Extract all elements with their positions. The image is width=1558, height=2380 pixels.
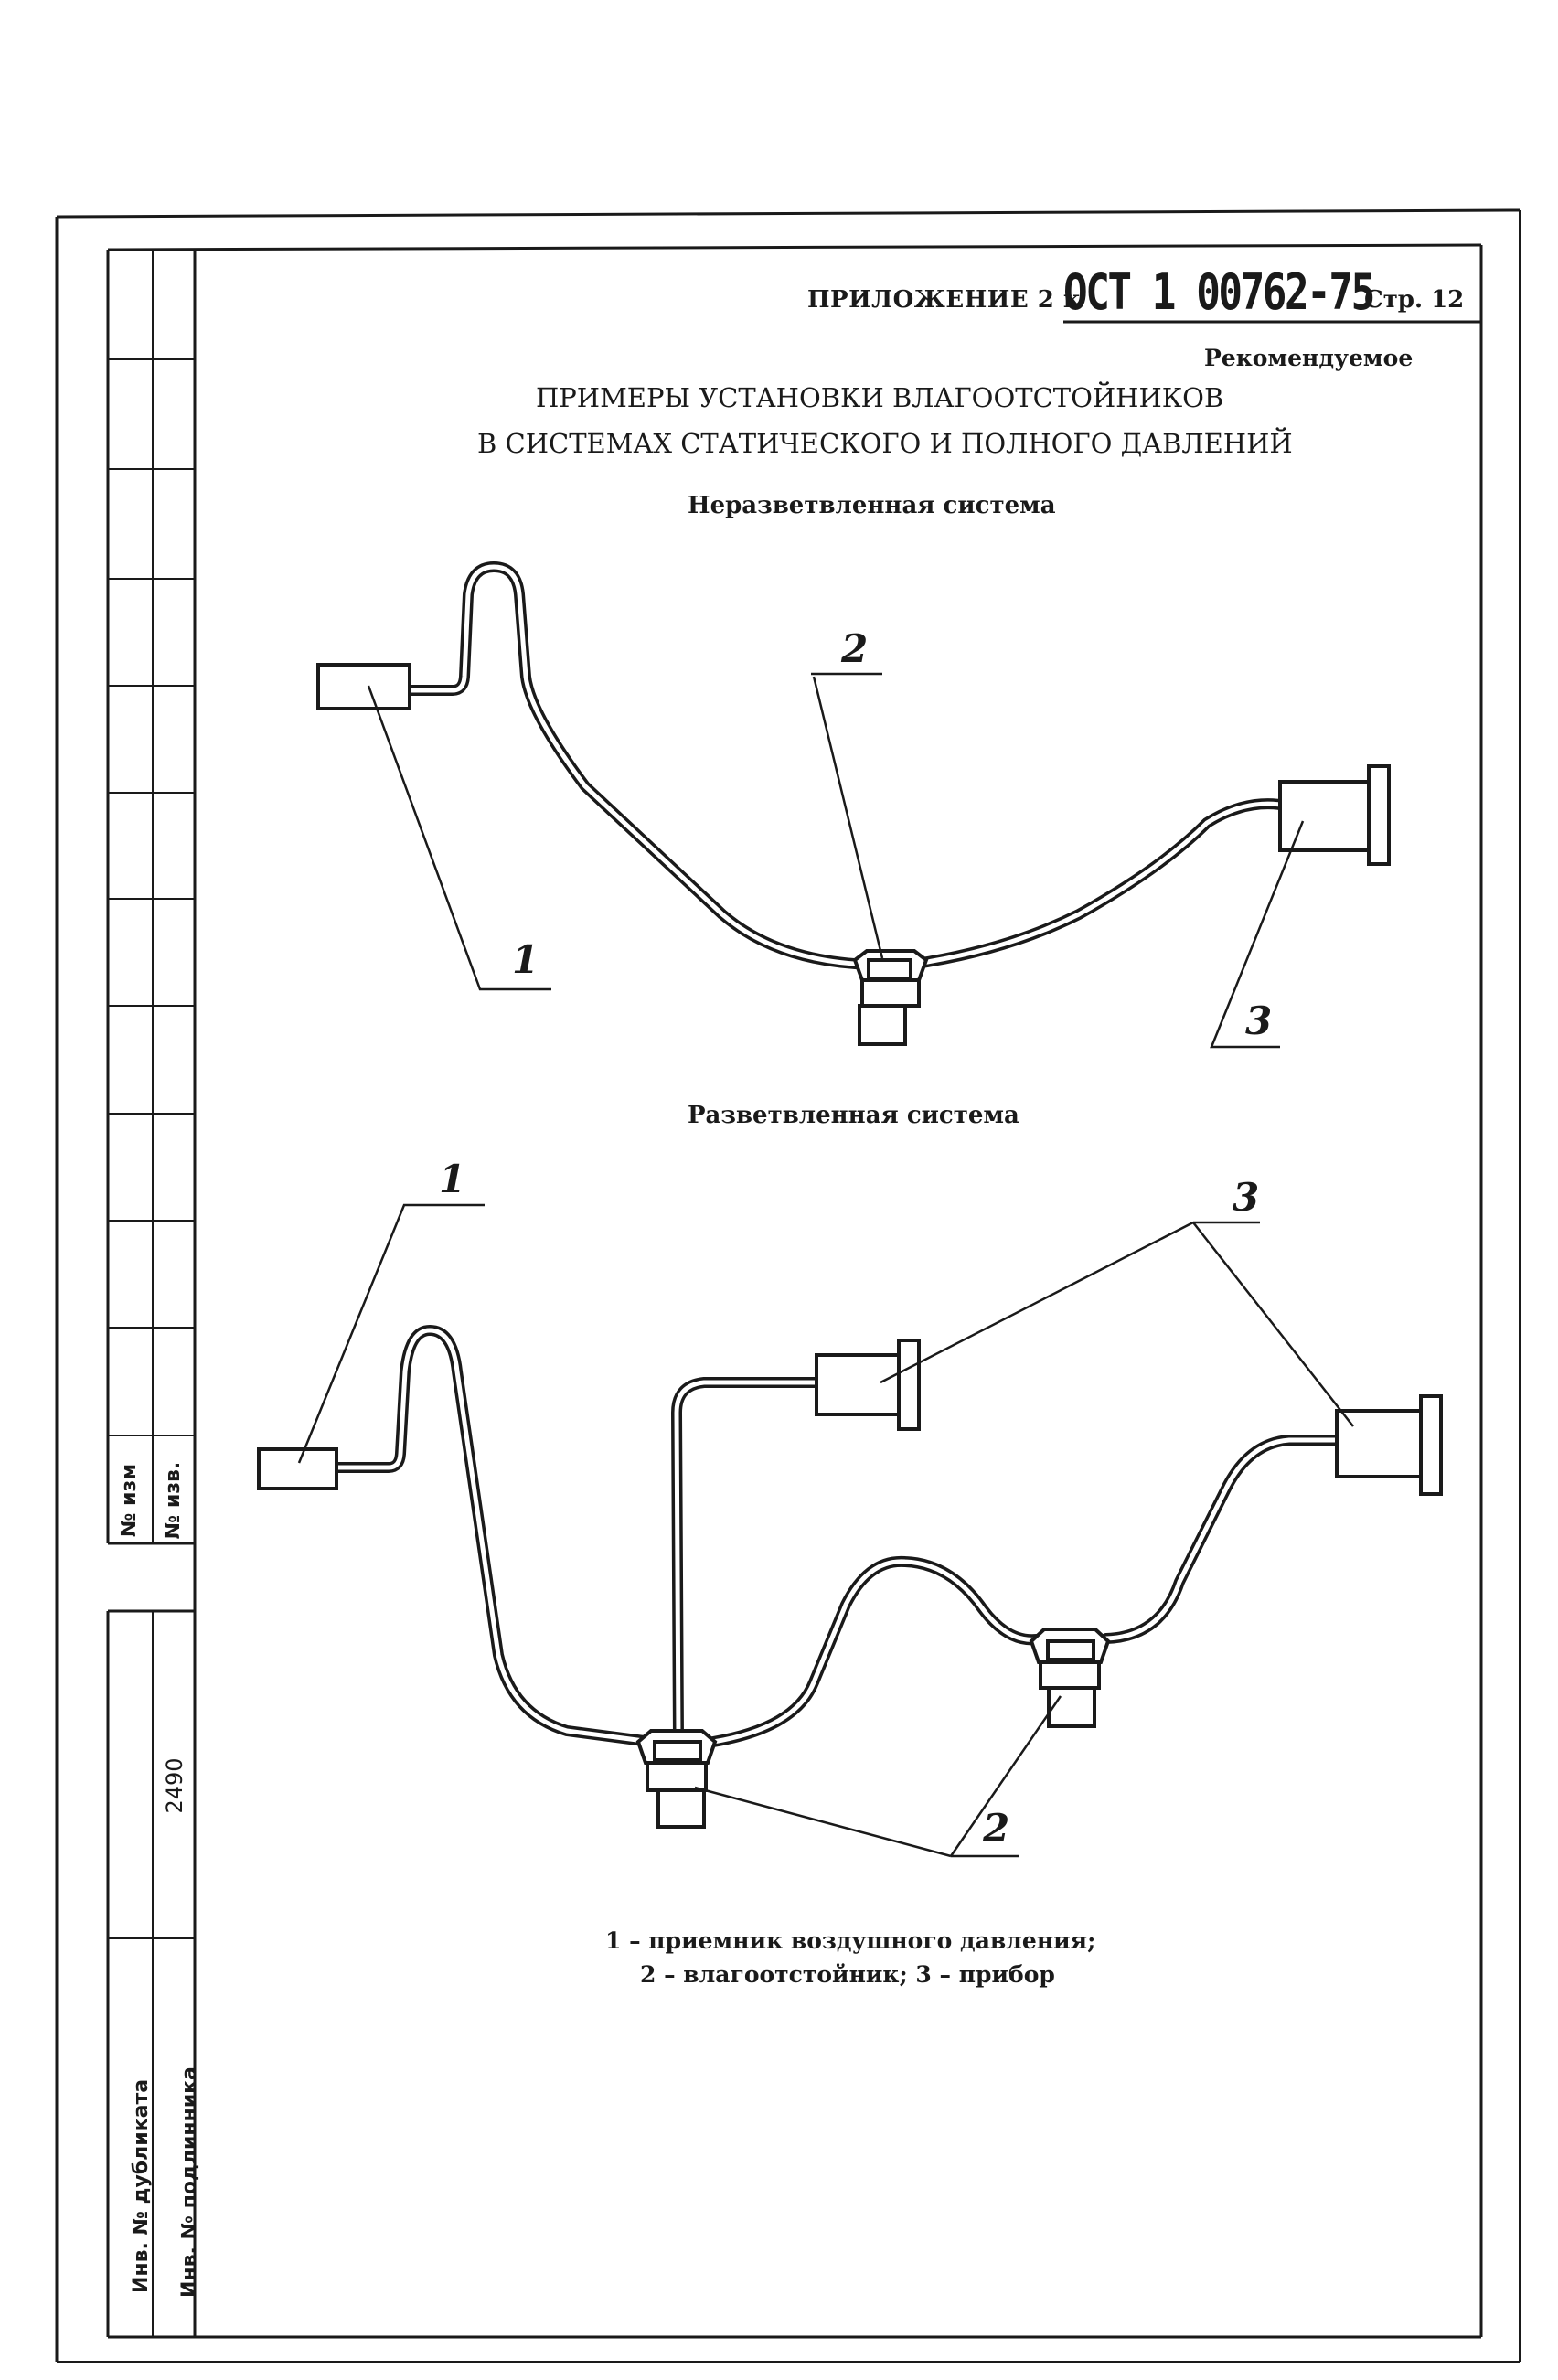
callout-device-upper: 3 bbox=[1245, 998, 1273, 1043]
unbranched-tube-right bbox=[904, 798, 1286, 970]
header-standard: ОСТ 1 00762-75 bbox=[1063, 263, 1375, 321]
sidebar-grid bbox=[108, 358, 195, 1939]
receiver-box-lower bbox=[257, 1447, 338, 1490]
device-lower-top bbox=[815, 1339, 921, 1431]
legend-line1: 1 – приемник воздушного давления; bbox=[605, 1927, 1096, 1954]
sidebar-number: 2490 bbox=[162, 1757, 187, 1814]
callout-receiver-lower: 1 bbox=[439, 1157, 466, 1201]
sidebar-change-no: № изм bbox=[118, 1463, 141, 1538]
sidebar-dup-inv: Инв. № дубликата bbox=[130, 2078, 153, 2293]
sidebar-notice-no: № изв. bbox=[162, 1461, 185, 1540]
branched-tube-main bbox=[328, 1324, 656, 1747]
branched-tube-mid bbox=[708, 1555, 1048, 1747]
legend-line2: 2 – влагоотстойник; 3 – прибор bbox=[640, 1961, 1055, 1988]
header-page: Стр. 12 bbox=[1364, 286, 1465, 314]
callout-device-lower: 3 bbox=[1233, 1175, 1260, 1220]
title-line2: В СИСТЕМАХ СТАТИЧЕСКОГО И ПОЛНОГО ДАВЛЕН… bbox=[477, 428, 1293, 459]
header-appendix: ПРИЛОЖЕНИЕ 2 к bbox=[807, 286, 1082, 314]
leaders-lower bbox=[297, 1203, 1354, 1858]
callout-receiver-upper: 1 bbox=[512, 937, 539, 982]
branched-tube-right bbox=[1101, 1435, 1342, 1644]
callout-settler-lower: 2 bbox=[983, 1806, 1010, 1851]
settler-upper bbox=[852, 949, 929, 1046]
header-recommended: Рекомендуемое bbox=[1204, 345, 1414, 371]
section-branched: Разветвленная система bbox=[688, 1102, 1019, 1129]
callout-settler-upper: 2 bbox=[841, 626, 869, 671]
settler-lower-left bbox=[635, 1729, 718, 1829]
branched-tube-up bbox=[670, 1377, 822, 1743]
sidebar-orig-inv: Инв. № подлинника bbox=[178, 2066, 201, 2298]
device-upper bbox=[1278, 764, 1391, 866]
page-frame bbox=[55, 208, 1521, 2363]
branched-diagram bbox=[328, 1324, 1342, 1747]
unbranched-tube bbox=[404, 560, 877, 970]
receiver-box-upper bbox=[316, 663, 411, 710]
device-lower-right bbox=[1335, 1394, 1443, 1496]
title-line1: ПРИМЕРЫ УСТАНОВКИ ВЛАГООТСТОЙНИКОВ bbox=[536, 382, 1224, 413]
settler-lower-right bbox=[1029, 1628, 1111, 1728]
leaders-upper bbox=[367, 672, 1305, 1049]
section-unbranched: Неразветвленная система bbox=[688, 492, 1056, 519]
unbranched-diagram bbox=[404, 560, 1286, 970]
